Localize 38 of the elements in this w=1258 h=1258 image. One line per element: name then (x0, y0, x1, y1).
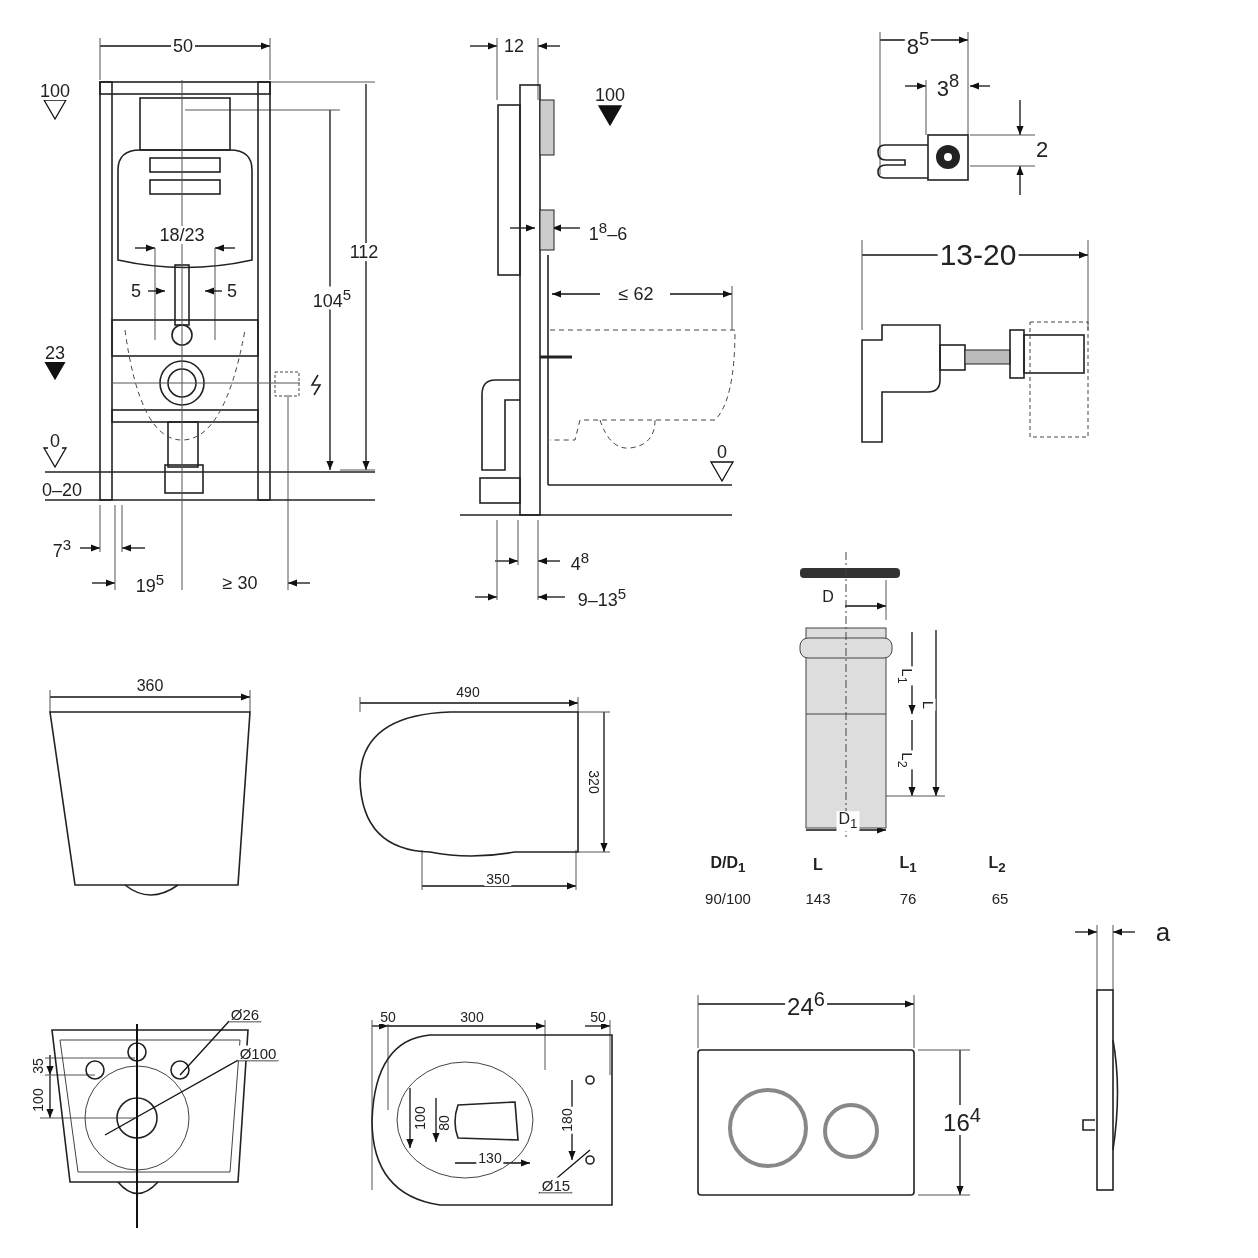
dimension-label: 300 (458, 1010, 486, 1024)
dimension-label: 50 (171, 37, 195, 55)
level-label: 23 (43, 344, 67, 362)
level-label: 100 (38, 82, 72, 100)
diameter-label: Ø26 (228, 1006, 262, 1022)
dimension-label: 100 (413, 1104, 427, 1132)
dimension-label: 80 (437, 1113, 451, 1133)
level-label: 0 (715, 443, 729, 461)
dimension-label: 5 (225, 282, 239, 300)
level-label: 0 (48, 432, 62, 450)
dimension-label: 100 (31, 1086, 45, 1114)
dimension-label: 50 (378, 1010, 398, 1024)
dimension-label: 16$^{4}$ (941, 1105, 983, 1135)
table-header: L$_{1}$ (897, 855, 919, 875)
dimension-label: 35 (31, 1056, 45, 1076)
table-cell: 90/100 (703, 890, 753, 906)
table-header: L (811, 857, 825, 873)
dimension-label: ≤ 62 (616, 285, 656, 303)
dimension-label: 50 (588, 1010, 608, 1024)
level-label: 100 (593, 86, 627, 104)
dimension-label: D$_{1}$ (836, 811, 860, 831)
dimension-label: L (920, 698, 936, 712)
dimension-label: 5 (129, 282, 143, 300)
table-header: L$_{2}$ (986, 855, 1008, 875)
level-label: 0–20 (40, 481, 84, 499)
dimension-label: 130 (476, 1151, 504, 1165)
dimension-label: 180 (560, 1106, 574, 1134)
dimension-label: 350 (484, 872, 512, 886)
diameter-label: Ø15 (539, 1177, 573, 1193)
dimension-label: 320 (587, 768, 601, 796)
dimension-label: 18/23 (157, 226, 207, 244)
dimension-label: 490 (454, 685, 482, 699)
dimension-label: 360 (134, 678, 166, 694)
dimension-label: D (820, 589, 836, 605)
dimension-label: ≥ 30 (220, 574, 260, 592)
table-header: D/D$_{1}$ (708, 855, 748, 875)
diameter-label: Ø100 (237, 1045, 279, 1061)
dimension-label: 12 (502, 37, 526, 55)
